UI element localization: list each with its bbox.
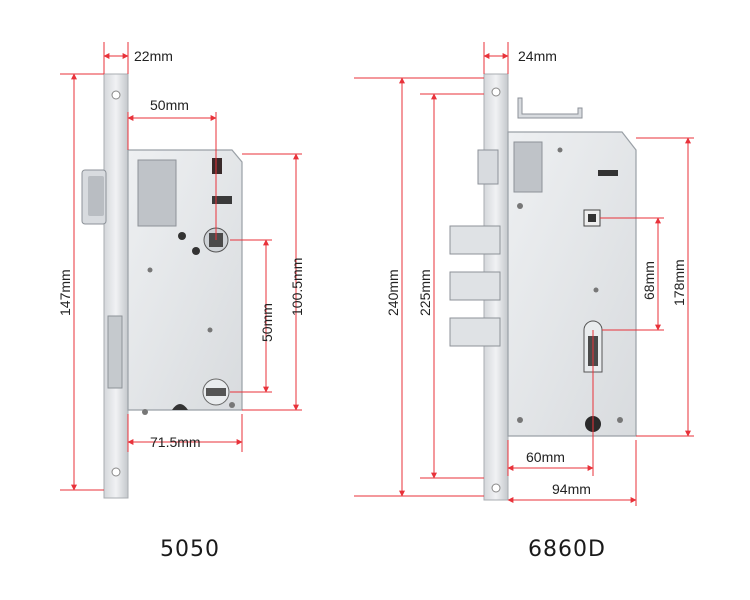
faceplate [103, 73, 129, 499]
dim-body-width: 71.5mm [150, 434, 201, 450]
rivet [147, 267, 153, 273]
rivet [557, 147, 563, 153]
rivet [178, 232, 186, 240]
dim-body-height: 178mm [671, 259, 687, 306]
deadbolt [449, 271, 501, 301]
rivet [517, 417, 523, 423]
dim-center-distance: 68mm [641, 261, 657, 300]
dim-width-top: 22mm [134, 48, 173, 64]
rivet [142, 409, 148, 415]
lock-6860d [449, 73, 637, 501]
rivet [207, 327, 213, 333]
rivet [517, 203, 523, 209]
model-label-5050: 5050 [160, 537, 220, 562]
screw-hole [491, 87, 501, 97]
mechanism-window [137, 159, 177, 227]
dim-body-height: 100.5mm [289, 258, 305, 316]
screw-hole [111, 467, 121, 477]
mechanism-window [513, 141, 543, 193]
rivet [593, 287, 599, 293]
dimensions-6860d [354, 42, 694, 506]
dim-backset: 50mm [150, 97, 189, 113]
model-label-6860d: 6860D [528, 537, 606, 562]
lock-case [507, 131, 637, 437]
dim-body-width: 94mm [552, 481, 591, 497]
strike-slot [107, 315, 123, 389]
lock-5050 [81, 73, 243, 499]
rivet [617, 417, 623, 423]
dim-height: 147mm [57, 269, 73, 316]
latch-bolt-inner [88, 176, 104, 216]
cylinder-key [206, 388, 226, 396]
dimensions-5050 [60, 42, 302, 491]
top-hook [517, 97, 583, 119]
screw-hole [491, 483, 501, 493]
deadbolt [449, 225, 501, 255]
dim-width-top: 24mm [518, 48, 557, 64]
dim-body-height-inner: 225mm [417, 269, 433, 316]
dim-height: 240mm [385, 269, 401, 316]
dim-center-distance: 50mm [259, 303, 275, 342]
dimension-labels-5050: 22mm 50mm 147mm 50mm 100.5mm 71.5mm [57, 48, 305, 450]
screw-hole [111, 90, 121, 100]
deadbolt [449, 317, 501, 347]
dim-backset: 60mm [526, 449, 565, 465]
rivet [229, 402, 235, 408]
rivet [192, 247, 200, 255]
latch-bolt [477, 149, 499, 185]
cam-notch [172, 404, 188, 410]
deadbolt-slot [212, 158, 222, 174]
bar-slot [212, 196, 232, 204]
dimension-labels-6860d: 24mm 240mm 225mm 68mm 178mm 60mm 94mm [385, 48, 687, 497]
follower-spindle [588, 214, 596, 222]
bar-slot [598, 170, 618, 176]
